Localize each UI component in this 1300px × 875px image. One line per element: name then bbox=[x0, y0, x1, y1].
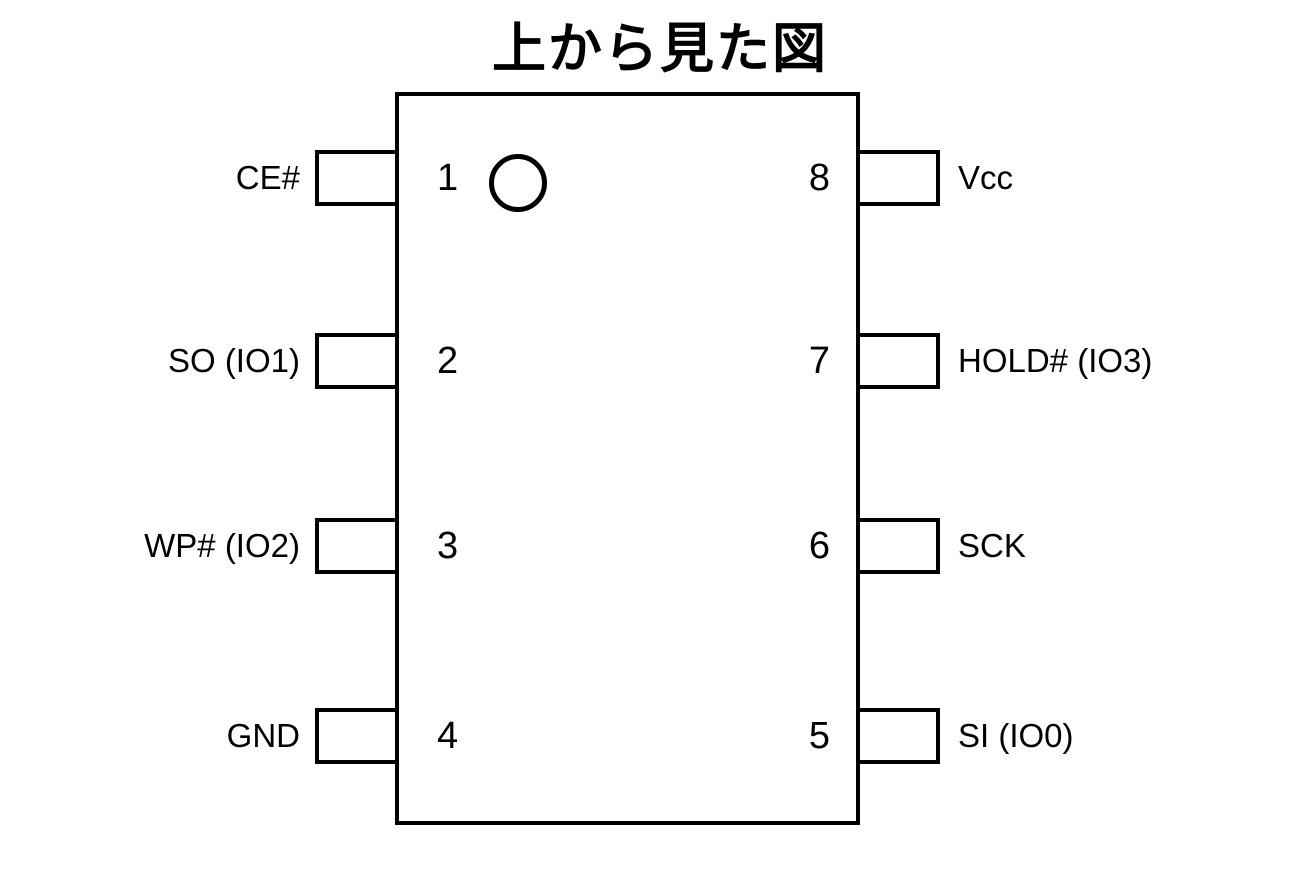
diagram-title: 上から見た図 bbox=[492, 19, 828, 79]
pin-4-number: 4 bbox=[437, 714, 459, 757]
pin-8-label: Vcc bbox=[958, 159, 1014, 196]
pin-7-label: HOLD# (IO3) bbox=[958, 342, 1153, 379]
pin1-indicator-circle bbox=[489, 154, 547, 212]
pin-1-pad bbox=[315, 150, 399, 206]
pin-2-pad bbox=[315, 333, 399, 389]
pin-6-number: 6 bbox=[808, 524, 830, 567]
pin-3-pad bbox=[315, 518, 399, 574]
pin-3-number: 3 bbox=[437, 524, 459, 567]
pin-5-pad bbox=[856, 708, 940, 764]
pin-7-pad bbox=[856, 333, 940, 389]
pin-5-label: SI (IO0) bbox=[958, 717, 1074, 754]
pin-2-number: 2 bbox=[437, 339, 459, 382]
pin-6-pad bbox=[856, 518, 940, 574]
pin-1-number: 1 bbox=[437, 156, 459, 199]
pin-6-label: SCK bbox=[958, 527, 1026, 564]
pin-1-label: CE# bbox=[235, 159, 300, 196]
pin-5-number: 5 bbox=[808, 714, 830, 757]
pin-8-pad bbox=[856, 150, 940, 206]
pin-7-number: 7 bbox=[808, 339, 830, 382]
pin-4-label: GND bbox=[226, 717, 300, 754]
pin-2-label: SO (IO1) bbox=[167, 342, 300, 379]
pin-4-pad bbox=[315, 708, 399, 764]
ic-package-body bbox=[395, 92, 860, 825]
pin-8-number: 8 bbox=[808, 156, 830, 199]
pin-3-label: WP# (IO2) bbox=[144, 527, 300, 564]
